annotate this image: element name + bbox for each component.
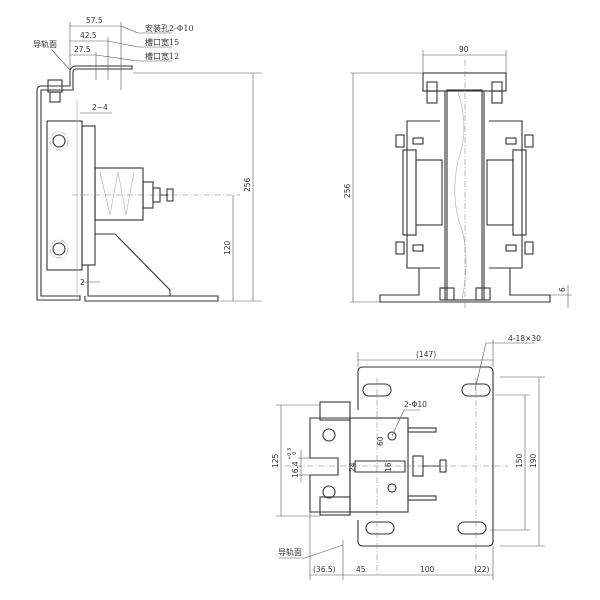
dim-57-5: 57.5 [86,16,103,25]
dim-height-256: 256 [243,177,252,192]
dim-27-5: 27.5 [74,45,91,54]
dim-overall-147: (147) [416,350,436,359]
dim-tol-lower: 0 [292,452,298,455]
base-plate [357,366,494,547]
dim-150: 150 [515,453,524,468]
dim-36-5: (36.5) [313,565,336,574]
dim-190: 190 [529,453,538,468]
dim-slots: 4-18×30 [508,334,541,343]
dim-axis-120: 120 [223,240,232,255]
top-plate [422,72,507,92]
dim-125: 125 [271,453,280,468]
slot [457,521,487,535]
dim-100: 100 [420,565,435,574]
plan-view: (147) 4-18×30 2-Φ10 60 16 24 16.4 +0.3 0… [271,334,545,580]
dim-16: 16 [384,462,393,472]
slot [365,521,395,535]
note-mount-hole: 安装孔2-Φ10 [145,23,194,33]
note-rail-face: 导轨面 [33,39,57,49]
dim-22: (22) [474,565,489,574]
dim-24: 24 [348,462,357,472]
dim-tol-upper: +0.3 [287,448,293,460]
dim-holes: 2-Φ10 [404,400,427,409]
dim-60: 60 [376,436,385,446]
dim-slot-width: 16.4 [291,461,300,478]
dim-42-5: 42.5 [80,31,97,40]
front-view: 90 256 6 [343,45,572,308]
dim-width-90: 90 [459,45,469,54]
dim-gap: 2~4 [92,103,108,112]
note-rail-face-plan: 导轨面 [278,547,302,557]
dim-45: 45 [356,565,366,574]
dim-height-256-front: 256 [343,183,352,198]
note-slot-12: 槽口宽12 [145,51,179,61]
side-view: 57.5 42.5 27.5 安装孔2-Φ10 槽口宽15 槽口宽12 导轨面 … [33,16,262,302]
dim-base-gap: 2 [80,278,85,287]
note-slot-15: 槽口宽15 [145,37,179,47]
dim-base-6: 6 [558,287,567,292]
